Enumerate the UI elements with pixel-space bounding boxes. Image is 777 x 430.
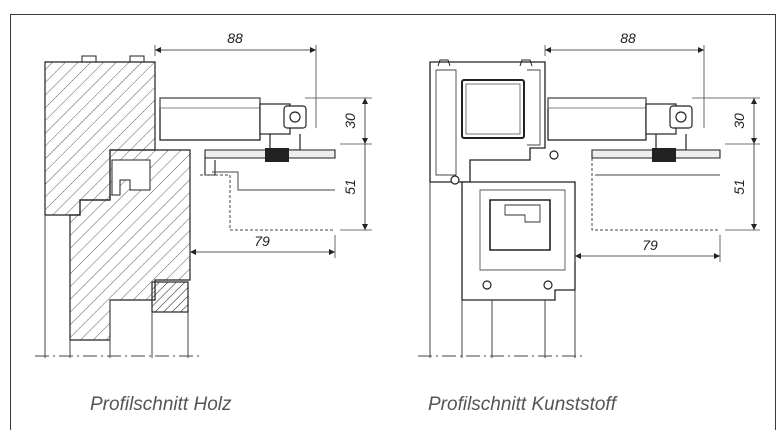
dimension-88-plastic: 88 xyxy=(620,30,636,46)
caption-wood-profile: Profilschnitt Holz xyxy=(90,394,232,415)
dimension-88-wood: 88 xyxy=(227,30,243,46)
wood-profile-section: 88 30 51 79 xyxy=(35,30,372,358)
caption-plastic-profile: Profilschnitt Kunststoff xyxy=(428,394,616,415)
dimension-51-plastic: 51 xyxy=(731,179,747,195)
dimension-51-wood: 51 xyxy=(342,179,358,195)
plastic-profile-section: 88 30 51 79 xyxy=(418,30,760,358)
dimension-30-wood: 30 xyxy=(342,113,358,129)
diagram-frame xyxy=(10,14,776,430)
dimension-79-plastic: 79 xyxy=(642,237,658,253)
dimension-79-wood: 79 xyxy=(254,233,270,249)
dimension-30-plastic: 30 xyxy=(731,113,747,129)
